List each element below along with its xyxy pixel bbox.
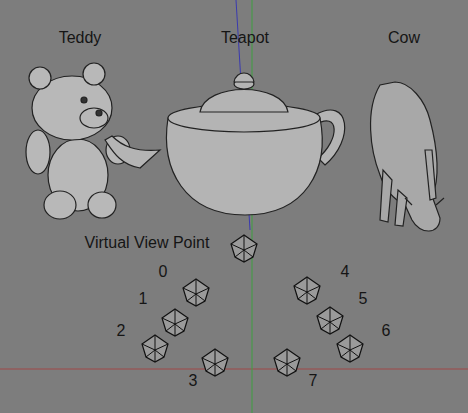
teapot-model xyxy=(105,73,345,215)
camera-number: 1 xyxy=(139,290,148,308)
cow-model xyxy=(371,82,444,231)
x-axis xyxy=(0,369,468,370)
camera-number: 6 xyxy=(382,322,391,340)
camera-number: 4 xyxy=(341,263,350,281)
camera-number: 0 xyxy=(159,263,168,281)
object-name: Cow xyxy=(388,29,420,47)
camera-number: 3 xyxy=(189,372,198,390)
object-name: Teapot xyxy=(221,29,269,47)
object-name: Teddy xyxy=(59,29,102,47)
camera-number: 2 xyxy=(117,322,126,340)
camera-number: 7 xyxy=(309,372,318,390)
camera-icons xyxy=(142,235,363,376)
camera-number: 5 xyxy=(359,290,368,308)
viewpoint-label: Virtual View Point xyxy=(85,234,210,252)
